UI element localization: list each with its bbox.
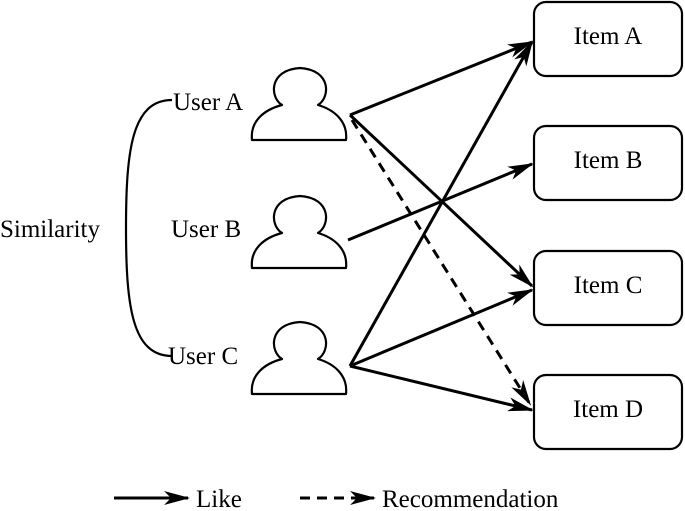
legend-like-label: Like xyxy=(196,486,242,511)
legend-recommendation-label: Recommendation xyxy=(382,486,559,511)
edge-user-a-item-d-recommendation xyxy=(350,119,532,406)
edge-user-a-item-a xyxy=(349,40,534,117)
legend: Like Recommendation xyxy=(114,486,559,511)
user-b-label: User B xyxy=(171,216,241,243)
item-c: Item C xyxy=(532,249,684,327)
item-b-box xyxy=(532,124,684,202)
item-d-box xyxy=(532,373,684,451)
item-c-label: Item C xyxy=(574,272,643,299)
edge-user-b-item-b xyxy=(347,162,534,242)
edge-user-c-item-d xyxy=(349,364,534,412)
user-c-label: User C xyxy=(168,343,238,370)
edge-user-c-item-a xyxy=(348,40,534,367)
item-d: Item D xyxy=(532,373,684,451)
user-c-icon xyxy=(250,320,348,396)
item-a: Item A xyxy=(532,0,684,78)
user-b: User B xyxy=(171,194,348,270)
similarity-label: Similarity xyxy=(0,216,101,243)
item-b: Item B xyxy=(532,124,684,202)
item-b-label: Item B xyxy=(574,147,643,174)
user-c: User C xyxy=(168,320,348,396)
edge-user-c-item-c xyxy=(349,288,534,368)
item-c-box xyxy=(532,249,684,327)
user-b-icon xyxy=(250,194,348,270)
item-d-label: Item D xyxy=(573,396,643,423)
user-a: User A xyxy=(173,66,348,142)
user-a-icon xyxy=(250,66,348,142)
similarity-brace xyxy=(124,98,173,358)
item-a-box xyxy=(532,0,684,78)
item-a-label: Item A xyxy=(574,23,643,50)
user-a-label: User A xyxy=(173,89,243,116)
